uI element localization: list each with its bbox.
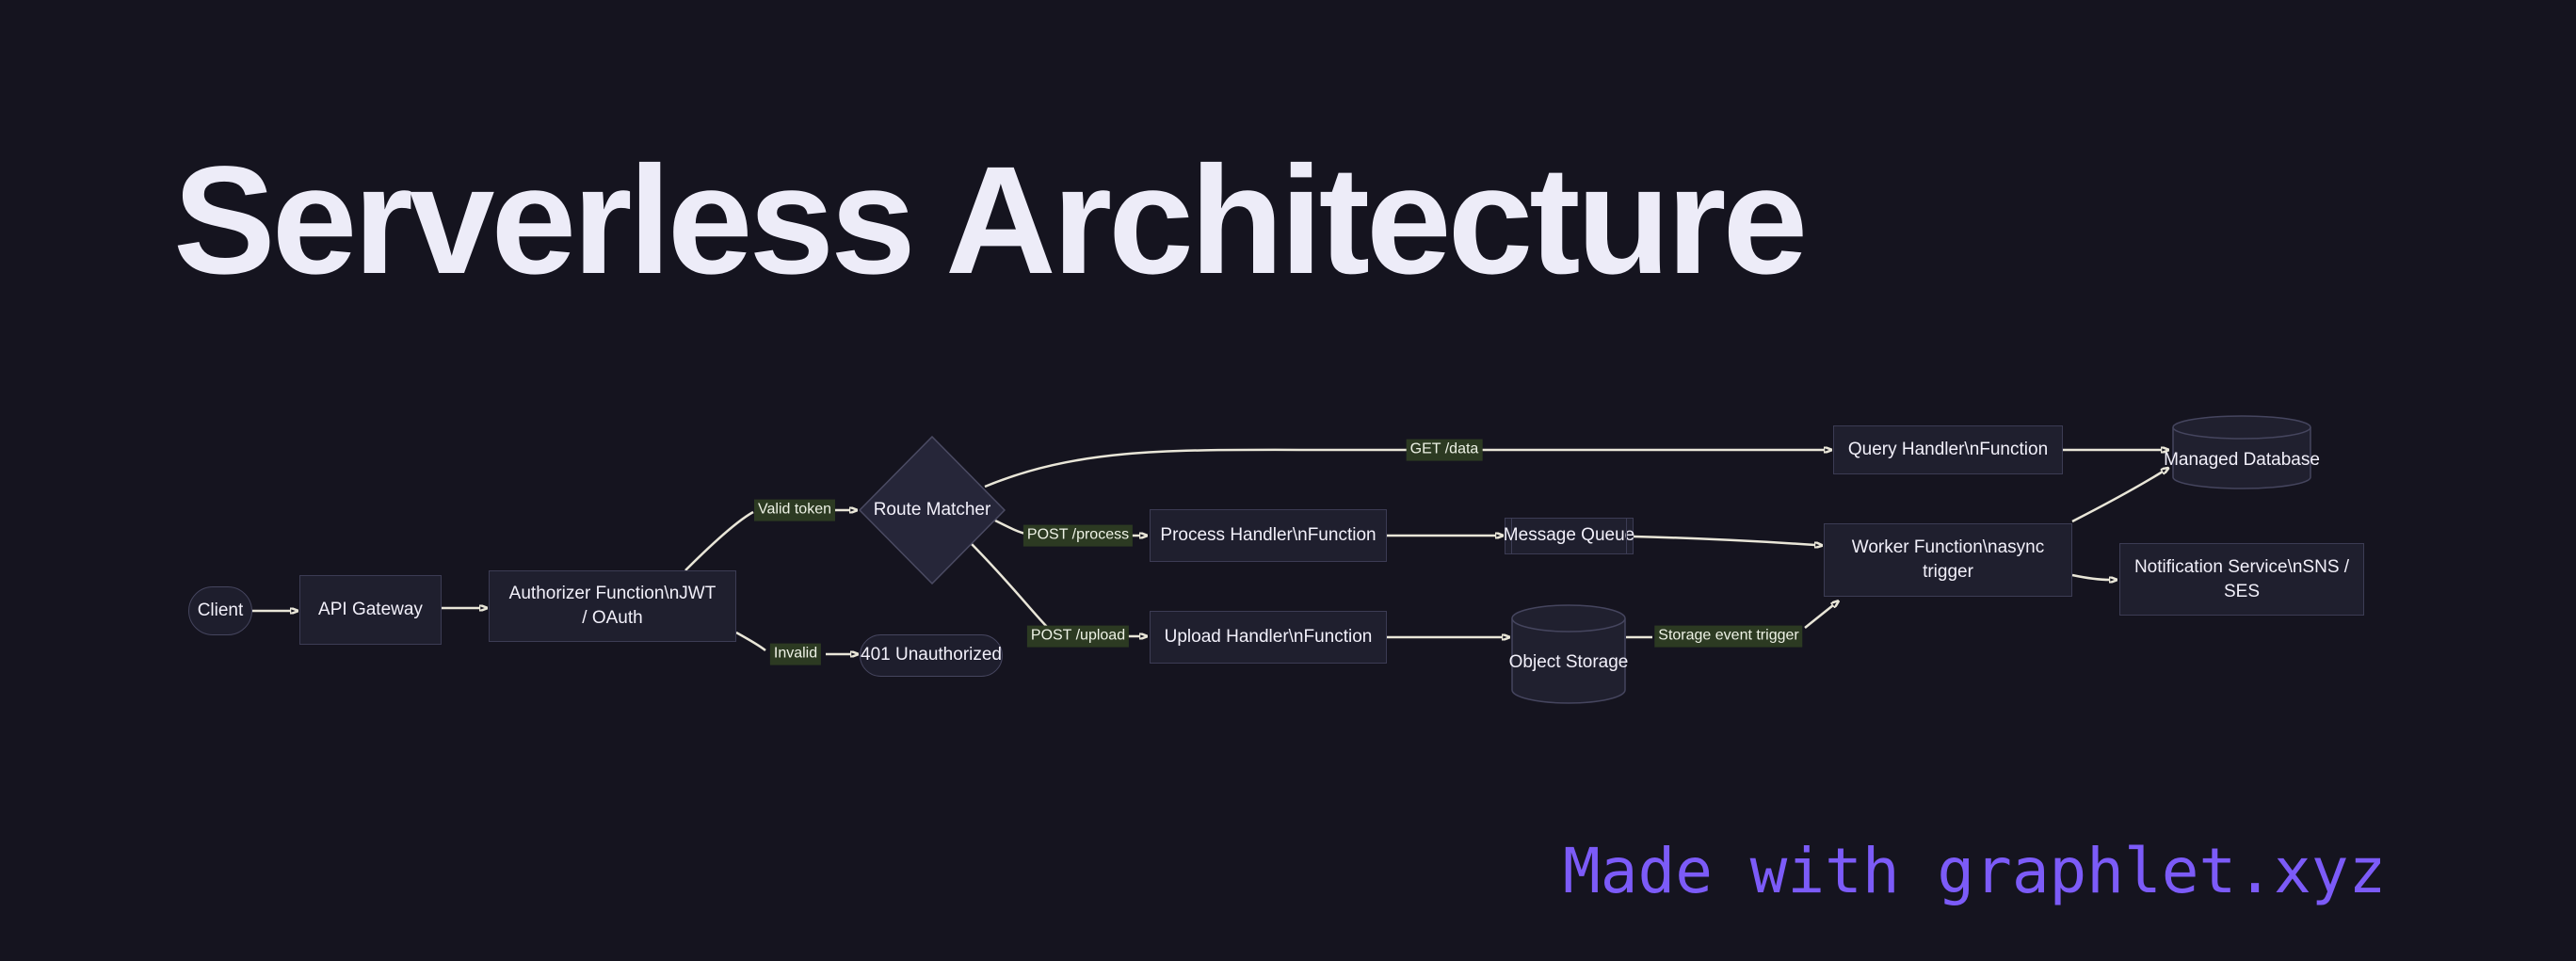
node-label: Worker Function\nasync trigger: [1851, 537, 2045, 582]
edge-authorizer-valid-token: [684, 510, 754, 571]
edge-trigger-label-worker-function: [1804, 605, 1833, 629]
node-label: Route Matcher: [873, 499, 991, 520]
node-message-queue: Message Queue: [1503, 518, 1635, 554]
edge-label-valid-token: Valid token: [754, 499, 835, 521]
edge-route-matcher-post-upload: [971, 543, 1049, 629]
edge-message-queue-worker-function: [1633, 535, 1815, 545]
diamond-shape: [859, 436, 1006, 585]
node-notification-service: Notification Service\nSNS / SES: [2119, 543, 2364, 616]
node-label: Managed Database: [2164, 450, 2320, 471]
node-authorizer-function: Authorizer Function\nJWT / OAuth: [489, 570, 736, 642]
node-401-unauthorized: 401 Unauthorized: [860, 634, 1003, 677]
edge-authorizer-invalid: [735, 631, 766, 651]
node-worker-function: Worker Function\nasync trigger: [1824, 523, 2072, 597]
node-label: Notification Service\nSNS / SES: [2133, 556, 2350, 601]
cylinder-shape: [1511, 604, 1626, 704]
node-client: Client: [188, 586, 252, 635]
watermark-link[interactable]: Made with graphlet.xyz: [1563, 835, 2387, 907]
node-route-matcher: Route Matcher: [859, 436, 1006, 585]
edge-worker-function-managed-database: [2071, 472, 2163, 523]
node-object-storage: Object Storage: [1508, 604, 1629, 704]
node-label: Client: [197, 600, 244, 620]
node-process-handler: Process Handler\nFunction: [1150, 509, 1387, 562]
node-label: API Gateway: [318, 599, 423, 619]
node-api-gateway: API Gateway: [299, 575, 442, 645]
edge-label-invalid: Invalid: [769, 643, 822, 665]
node-label: Message Queue: [1503, 525, 1635, 546]
node-query-handler: Query Handler\nFunction: [1833, 425, 2063, 474]
node-label: Object Storage: [1508, 651, 1629, 672]
node-label: Authorizer Function\nJWT / OAuth: [508, 584, 716, 628]
edge-worker-function-notification-service: [2071, 573, 2110, 580]
node-managed-database: Managed Database: [2164, 415, 2320, 489]
edge-label-get-data: GET /data: [1406, 439, 1483, 461]
edge-label-post-upload: POST /upload: [1026, 625, 1130, 648]
node-label: 401 Unauthorized: [861, 645, 1002, 665]
node-upload-handler: Upload Handler\nFunction: [1150, 611, 1387, 664]
node-label: Process Handler\nFunction: [1160, 524, 1377, 545]
node-label: Upload Handler\nFunction: [1164, 626, 1373, 647]
edge-route-matcher-query-handler: [984, 450, 1825, 489]
edge-label-post-process: POST /process: [1022, 524, 1134, 547]
page-title: Serverless Architecture: [173, 134, 1808, 306]
cylinder-shape: [2172, 415, 2311, 489]
node-label: Query Handler\nFunction: [1847, 439, 2049, 459]
edge-label-storage-event-trigger: Storage event trigger: [1654, 625, 1803, 648]
